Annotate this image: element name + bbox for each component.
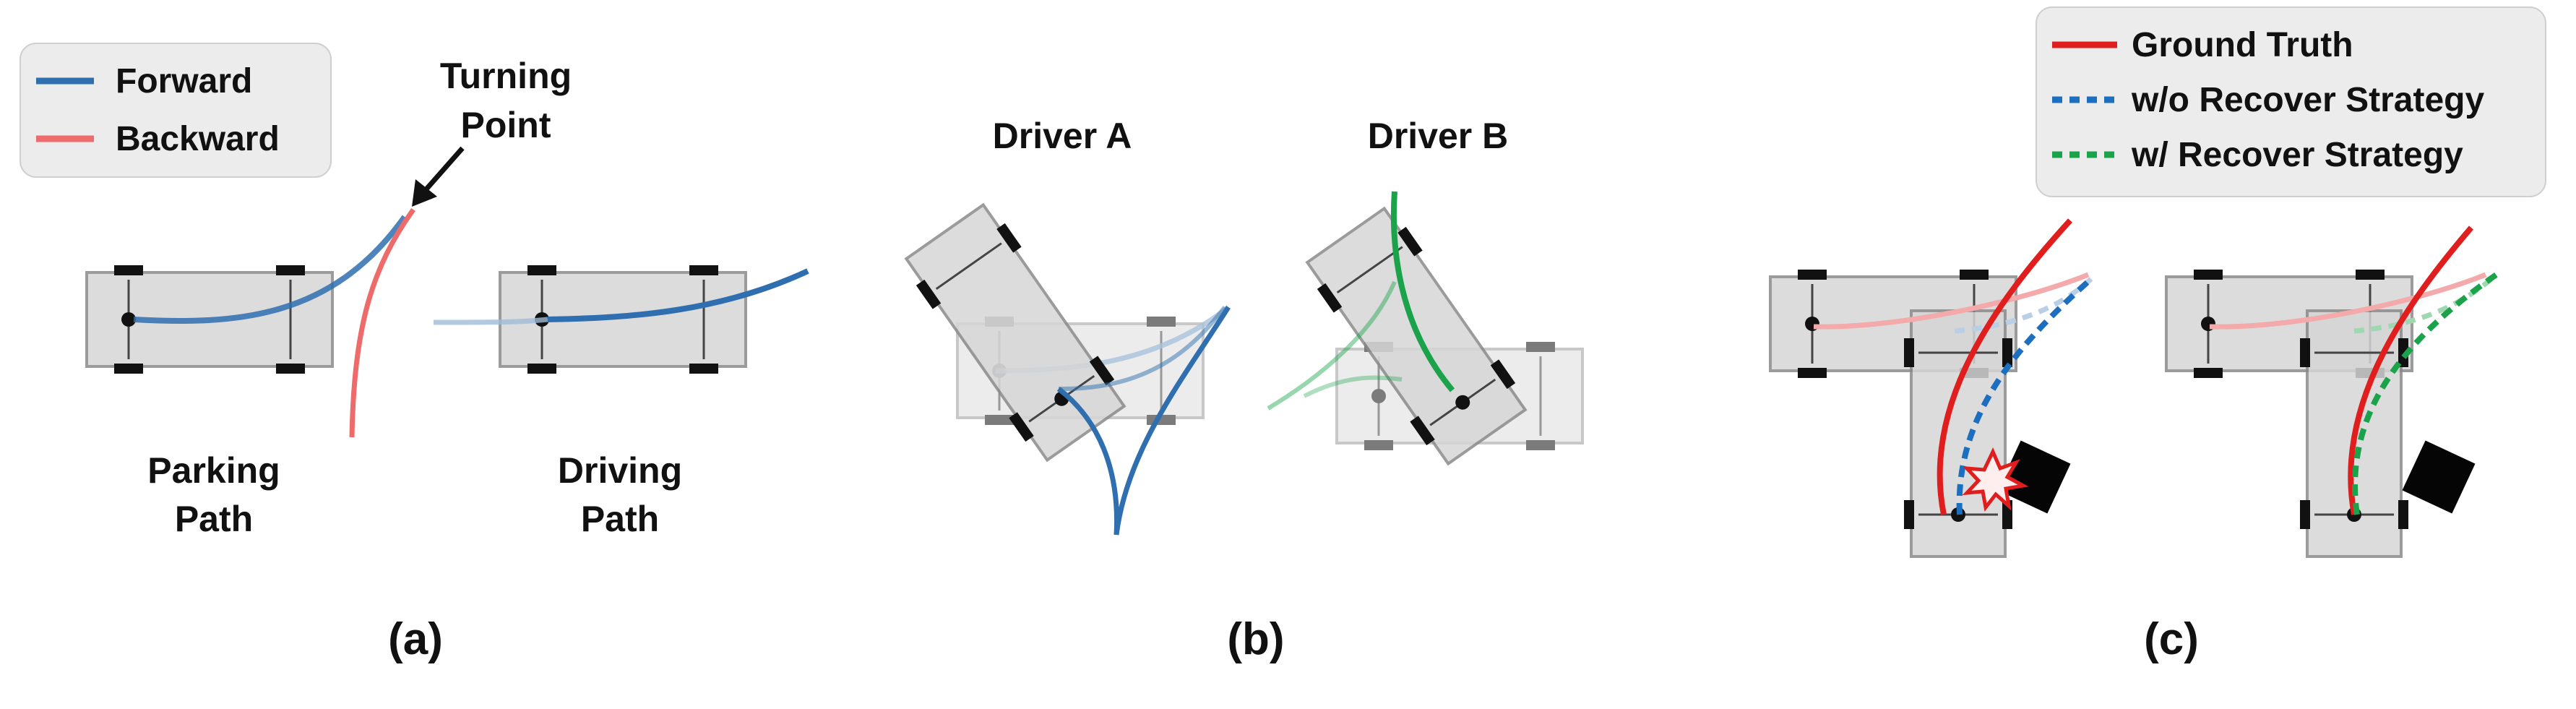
- gt-faded-path-2: [2209, 272, 2487, 330]
- driving-forward-path: [547, 268, 809, 322]
- without-recover-path: [1956, 276, 2094, 515]
- obstacle-1: [1997, 440, 2071, 514]
- backward-legend-label: Backward: [116, 120, 280, 158]
- panel-c: Ground Truth w/o Recover Strategy w/ Rec…: [1769, 7, 2546, 664]
- driver-b-path: [1390, 191, 1455, 392]
- with-recover-legend-label: w/ Recover Strategy: [2131, 136, 2463, 174]
- caption-a: (a): [388, 614, 443, 664]
- without-recover-legend-label: w/o Recover Strategy: [2131, 81, 2484, 119]
- parking-path-label-line1: Parking: [147, 450, 280, 491]
- panel-b: Driver A Driver B (b): [899, 116, 1584, 664]
- obstacle-2: [2402, 440, 2476, 514]
- scene-without-recover: [1769, 218, 2098, 558]
- ground-truth-legend-label: Ground Truth: [2132, 26, 2353, 64]
- caption-b: (b): [1227, 614, 1284, 664]
- caption-c: (c): [2144, 614, 2199, 664]
- ground-truth-path-1: [1937, 218, 2072, 515]
- turning-point-label-line2: Point: [461, 105, 551, 145]
- driver-b-label: Driver B: [1368, 116, 1509, 156]
- driver-a-label: Driver A: [993, 116, 1132, 156]
- parking-path-label-line2: Path: [175, 499, 253, 539]
- driver-a-forward-path: [1058, 306, 1227, 392]
- driving-past-path: [433, 317, 548, 325]
- parking-backward-path: [349, 207, 415, 438]
- driver-b-alt-path-2: [1303, 375, 1403, 398]
- w-faded-path: [2353, 272, 2499, 334]
- collision-icon: [1962, 447, 2029, 512]
- scene-with-recover: [2165, 225, 2504, 558]
- driving-path-label-line1: Driving: [558, 450, 682, 491]
- ground-truth-path-2: [2348, 225, 2474, 515]
- driver-b-alt-path-1: [1267, 280, 1397, 411]
- driver-b-scene: [1267, 191, 1584, 470]
- forward-legend-label: Forward: [116, 62, 252, 100]
- driver-a-scene: [899, 199, 1231, 536]
- legend-a: Forward Backward: [20, 43, 332, 178]
- driver-a-backward-path: [1056, 387, 1120, 536]
- panel-a: Forward Backward Turning Point Parking P…: [20, 43, 809, 664]
- turning-point-label-line1: Turning: [440, 56, 572, 96]
- gt-faded-path-1: [1813, 272, 2090, 330]
- driver-a-alt-path: [1113, 306, 1231, 536]
- driving-path-label-line2: Path: [581, 499, 659, 539]
- parking-forward-path: [133, 215, 408, 324]
- with-recover-path: [2352, 268, 2504, 515]
- legend-c: Ground Truth w/o Recover Strategy w/ Rec…: [2036, 7, 2546, 197]
- turning-point-arrow: [412, 146, 465, 207]
